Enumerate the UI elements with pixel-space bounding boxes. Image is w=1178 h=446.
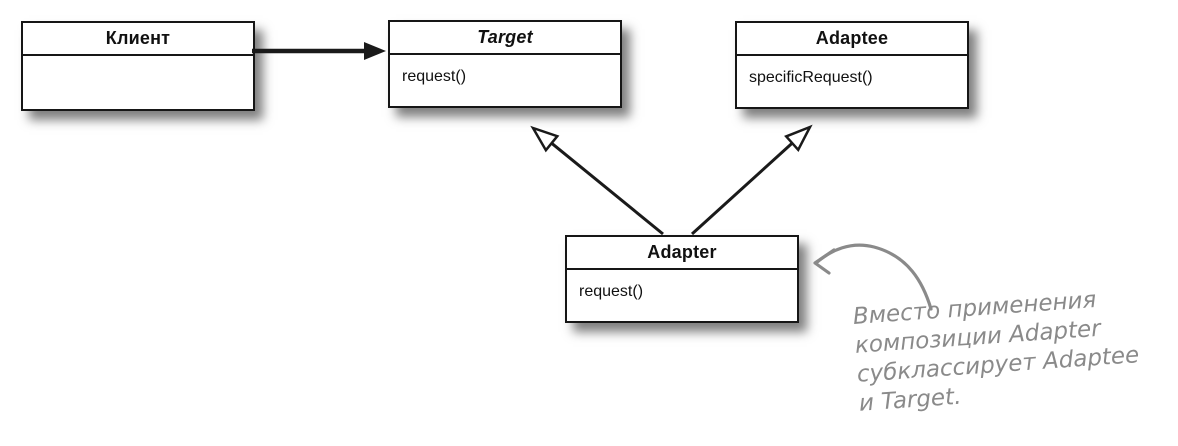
inheritance-arrow-adapter-target: [530, 125, 664, 236]
class-box-klient: Клиент: [21, 21, 255, 111]
class-title-klient: Клиент: [23, 23, 253, 56]
class-title-adapter: Adapter: [567, 237, 797, 270]
class-title-adaptee: Adaptee: [737, 23, 967, 56]
handwritten-annotation: Вместо применения композиции Adapter суб…: [852, 283, 1142, 418]
class-method-adaptee: specificRequest(): [749, 69, 873, 86]
class-body-klient: [23, 56, 253, 69]
class-box-adapter: Adapter request(): [565, 235, 799, 323]
class-method-adapter: request(): [579, 283, 644, 300]
class-title-target: Target: [390, 22, 620, 55]
class-box-target: Target request(): [388, 20, 622, 108]
class-box-adaptee: Adaptee specificRequest(): [735, 21, 969, 109]
inheritance-arrow-adapter-adaptee: [690, 124, 813, 236]
class-method-target: request(): [402, 68, 467, 85]
association-arrow-klient-target: [252, 42, 386, 60]
